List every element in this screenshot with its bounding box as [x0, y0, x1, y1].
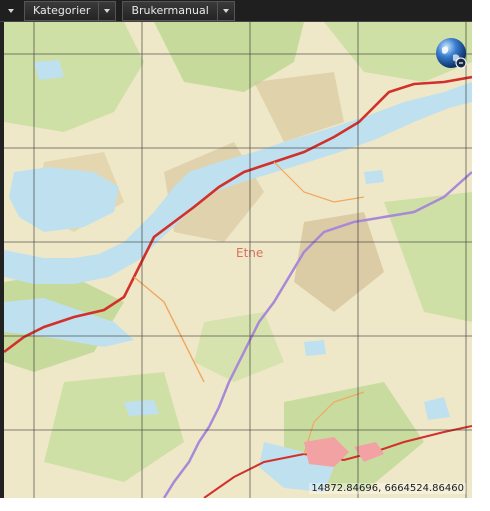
map-frame-right [472, 0, 490, 498]
categories-dropdown[interactable] [98, 1, 115, 20]
map-frame-bottom [0, 498, 490, 511]
categories-control: Kategorier [24, 0, 117, 21]
map-canvas[interactable]: Etne [4, 22, 472, 498]
user-manual-button[interactable]: Brukermanual [131, 3, 209, 17]
manual-control: Brukermanual [122, 0, 235, 21]
toolbar-menu-dropdown[interactable] [4, 2, 18, 20]
coordinate-readout: 14872.84696, 6664524.86460 [309, 483, 466, 494]
chevron-down-icon [222, 8, 229, 13]
chevron-down-icon [104, 8, 111, 13]
globe-icon[interactable] [434, 36, 468, 70]
map-toolbar: Kategorier Brukermanual [0, 0, 472, 22]
categories-button[interactable]: Kategorier [33, 3, 91, 17]
chevron-down-icon [8, 8, 14, 13]
user-manual-dropdown[interactable] [216, 1, 234, 20]
topographic-map: Etne [4, 22, 472, 498]
map-frame-left [0, 22, 4, 498]
